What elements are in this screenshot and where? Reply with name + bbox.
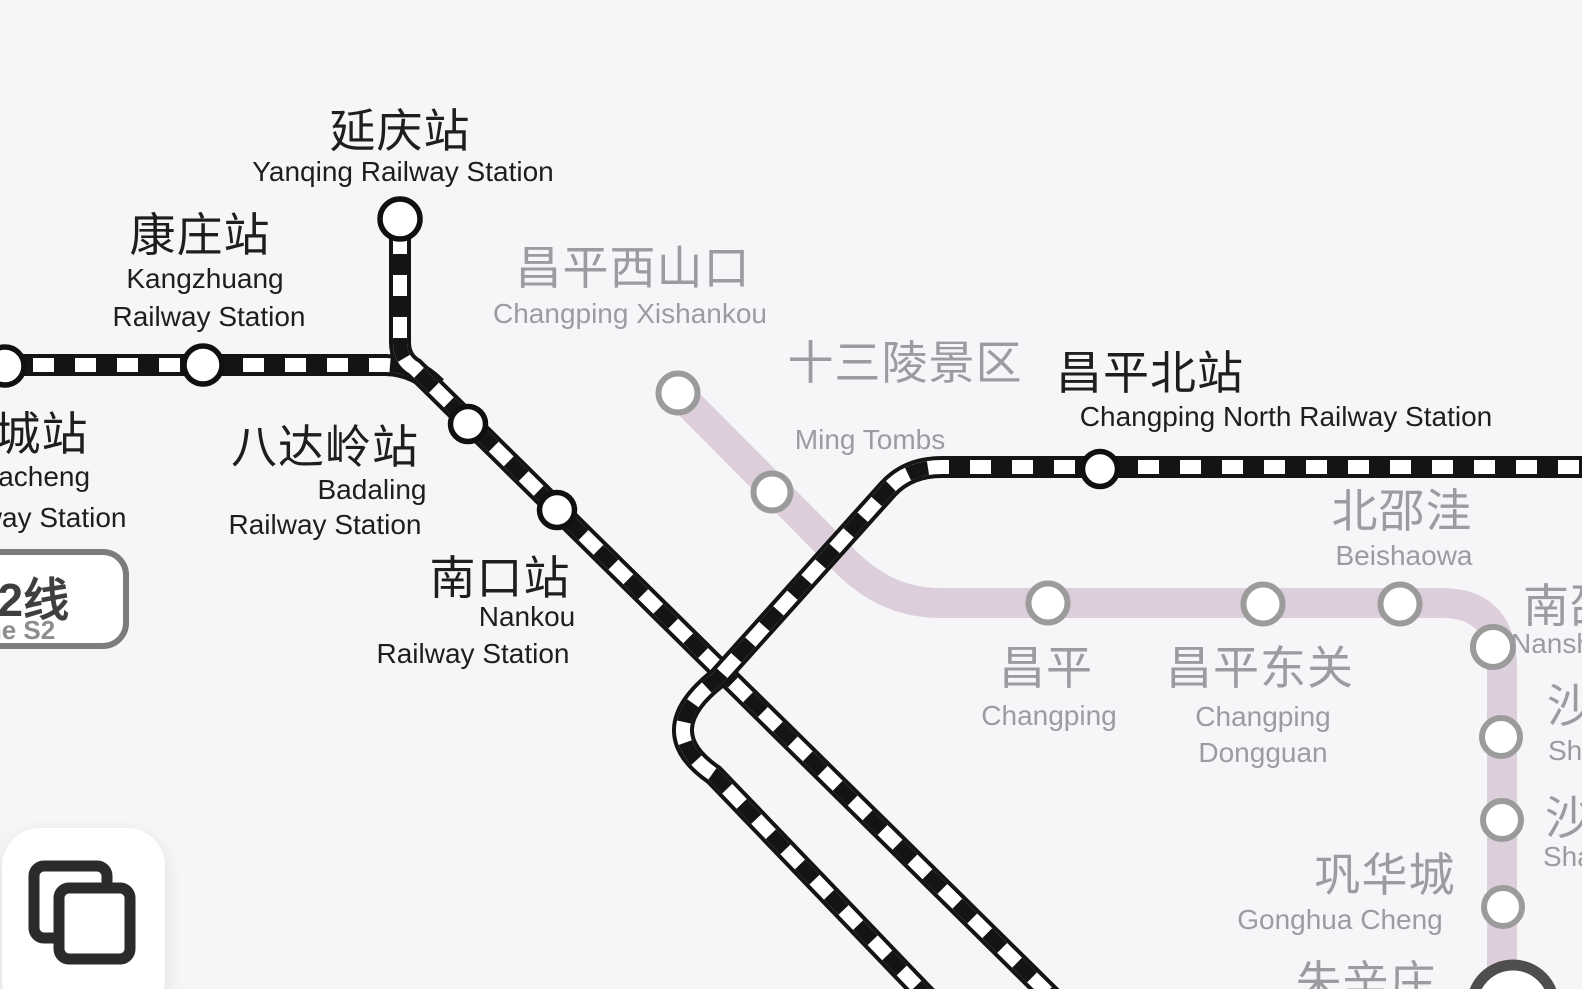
line-s2-badge-en: Line S2 [0,615,56,645]
station-label-kangzhuang-zh: 康庄站 [129,209,271,261]
station-marker-beishaowa [1377,581,1423,627]
station-label-shahe-university-park-zh: 沙河高教园 [1547,680,1582,732]
station-label-badaling-zh: 八达岭站 [231,421,419,473]
station-marker-changping [1025,580,1071,626]
station-label-dongguan-zh: 昌平东关 [1166,642,1354,694]
s2-changping-north-branch [672,456,1582,989]
station-label-zhuxinzhuang-zh: 朱辛庄 [1295,957,1437,989]
station-label-yanqing-zh: 延庆站 [329,105,471,157]
s2-main-line [389,212,1060,989]
station-label-changping-zh: 昌平 [999,642,1093,694]
station-label-nankou-en1: Nankou [478,601,576,632]
station-label-changping-en: Changping [981,700,1117,731]
station-label-gonghua-cheng-zh: 巩华城 [1314,849,1456,901]
station-label-nanshao-en: Nanshao [1511,628,1582,659]
station-label-ming-tombs-en: Ming Tombs [794,424,946,455]
station-label-nanshao-zh: 南邵 [1523,580,1582,632]
station-label-beishaowa-zh: 北邵洼 [1331,485,1473,537]
station-label-nankou-zh: 南口站 [429,552,571,604]
station-marker-shahe [1480,798,1524,842]
station-label-shahe-university-park-en: Shahe University Park [1548,735,1582,766]
station-marker-yanqing [377,196,423,242]
station-label-shacheng-zh: 沙城站 [0,408,89,460]
station-label-dongguan-en1: Changping [1195,701,1331,732]
station-marker-kangzhuang [181,343,225,387]
station-label-badaling-en2: Railway Station [228,509,422,540]
station-label-ming-tombs-zh: 十三陵景区 [787,337,1023,389]
station-label-shacheng-en2: Railway Station [0,502,127,533]
station-marker-zhuxinzhuang-interchange [1469,959,1557,989]
station-marker-changping-xishankou [655,370,701,416]
layers-icon [28,860,136,965]
line-s2-badge: S2线 Line S2 [0,549,129,649]
station-label-xishankou-en: Changping Xishankou [493,298,767,329]
station-marker-changping-dongguan [1240,581,1286,627]
layers-button[interactable] [2,828,165,989]
station-label-kangzhuang-en1: Kangzhuang [126,263,284,294]
station-marker-edge-left [0,344,27,388]
station-label-xishankou-zh: 昌平西山口 [515,242,751,294]
station-label-dongguan-en2: Dongguan [1198,737,1328,768]
station-marker-gonghua-cheng [1481,885,1525,929]
station-label-badaling-en1: Badaling [317,474,427,505]
station-label-shacheng-en1: Shacheng [0,461,91,492]
station-label-yanqing-en: Yanqing Railway Station [252,156,554,187]
station-label-gonghua-cheng-en: Gonghua Cheng [1237,904,1443,935]
station-marker-changping-north [1079,448,1121,490]
station-marker-nanshao [1470,624,1516,670]
station-label-kangzhuang-en2: Railway Station [112,301,306,332]
station-label-nankou-en2: Railway Station [376,638,570,669]
station-label-shahe-en: Shahe [1543,841,1582,872]
station-label-beishaowa-en: Beishaowa [1335,540,1473,571]
station-marker-shahe-university-park [1479,715,1523,759]
station-label-shahe-zh: 沙河 [1545,792,1582,844]
station-label-changping-north-en: Changping North Railway Station [1079,401,1493,432]
station-marker-badaling [447,403,489,445]
station-marker-ming-tombs [750,470,794,514]
station-label-changping-north-zh: 昌平北站 [1056,347,1244,399]
station-marker-nankou [536,489,578,531]
line-s2-badge-zh: S2线 [0,574,70,626]
